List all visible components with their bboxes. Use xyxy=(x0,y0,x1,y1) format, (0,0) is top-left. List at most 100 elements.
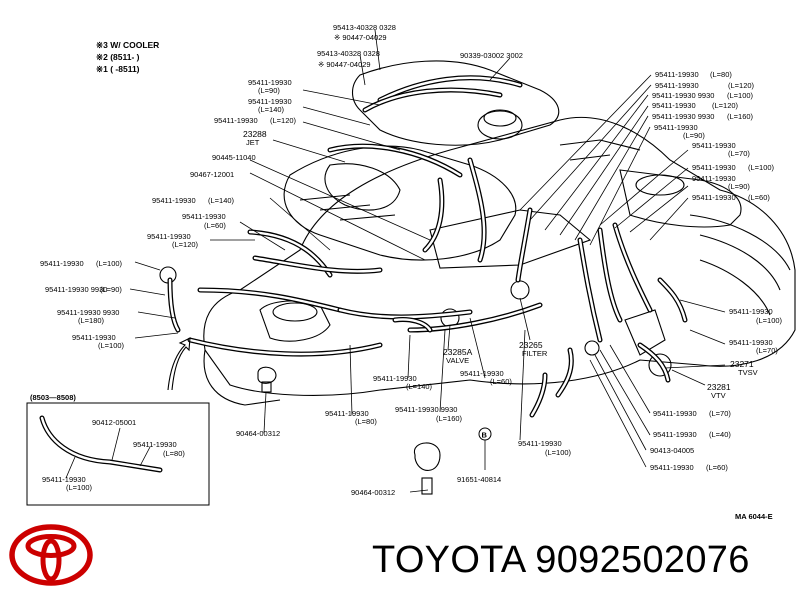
hose-length: (L=140) xyxy=(208,196,235,205)
part-number: 95411-19930 xyxy=(518,439,562,448)
legend-line-1: ※3 W/ COOLER xyxy=(96,40,159,50)
marker-letter: B xyxy=(482,431,488,440)
vacuum-hoses xyxy=(167,75,688,418)
legend: ※3 W/ COOLER ※2 (8511- ) ※1 ( -8511) xyxy=(96,40,159,74)
hose-length: (L=120) xyxy=(270,116,297,125)
part-number: 95411-19930 xyxy=(729,307,773,316)
part-number: 90413-04005 xyxy=(650,446,694,455)
part-label: ※ 90447-04029 xyxy=(318,60,371,69)
hose-length: (L=60) xyxy=(204,221,226,230)
legend-line-2: ※2 (8511- ) xyxy=(96,52,140,62)
part-number: 90464-00312 xyxy=(351,488,395,497)
part-number: 90445-11040 xyxy=(212,153,256,162)
hose-length: (L=40) xyxy=(709,430,731,439)
part-number: 95411-19930 xyxy=(655,81,699,90)
part-number: 95411-19930 xyxy=(42,475,86,484)
part-number: 90464-00312 xyxy=(236,429,280,438)
hose-length: (L=120) xyxy=(712,101,739,110)
labels-right: 95411-19930 (L=80) 95411-19930 (L=120) 9… xyxy=(650,70,783,472)
part-number: 23281 xyxy=(707,382,731,392)
part-number: 95411-19930 xyxy=(692,163,736,172)
hose-length: (L=70) xyxy=(728,149,750,158)
hose-length: (L=90) xyxy=(683,131,705,140)
labels-top: 95413-40328 0328 ※ 90447-04029 95413-403… xyxy=(317,23,523,69)
hose-length: (L=60) xyxy=(490,377,512,386)
part-number: 95411-19930 9930 xyxy=(395,405,457,414)
part-description: VALVE xyxy=(446,356,469,365)
hose-length: (L=60) xyxy=(706,463,728,472)
part-description: JET xyxy=(246,138,260,147)
labels-bottom: 23285A VALVE 23265 FILTER 95411-19930 (L… xyxy=(236,340,572,497)
part-label: 95413-40328 0328 xyxy=(317,49,380,58)
part-number: 95411-19930 xyxy=(152,196,196,205)
hose-length: (L=120) xyxy=(728,81,755,90)
brand-name: TOYOTA xyxy=(372,539,525,581)
hose-length: (L=140) xyxy=(258,105,285,114)
part-number: 95411-19930 xyxy=(650,463,694,472)
part-label: 95413-40328 0328 xyxy=(333,23,396,32)
hose-length: (L=90) xyxy=(258,86,280,95)
part-number: 95411-19930 xyxy=(653,409,697,418)
inset-title: (8503—8508) xyxy=(30,393,76,402)
part-number: 23271 xyxy=(730,359,754,369)
hose-length: (L=140) xyxy=(406,382,433,391)
hose-length: (L=100) xyxy=(727,91,754,100)
part-number: 95411-19930 xyxy=(692,174,736,183)
part-number: 95411-19930 xyxy=(40,259,84,268)
part-number: 23285A xyxy=(443,347,473,357)
part-number: 95411-19930 xyxy=(692,193,736,202)
labels-left: 95411-19930 (L=90) 95411-19930 (L=140) 9… xyxy=(40,78,297,350)
legend-line-3: ※1 ( -8511) xyxy=(96,64,140,74)
part-number: 95411-19930 xyxy=(653,430,697,439)
part-number: 95411-19930 xyxy=(325,409,369,418)
hose-length: (L=60) xyxy=(748,193,770,202)
hose-length: (L=120) xyxy=(172,240,199,249)
hose-length: (L=80) xyxy=(710,70,732,79)
leader-lines xyxy=(129,29,726,493)
hose-length: (L=70) xyxy=(756,346,778,355)
hose-length: (L=100) xyxy=(756,316,783,325)
part-number: 9092502076 xyxy=(535,539,750,581)
hose-length: (L=90) xyxy=(100,285,122,294)
part-number: 95411-19930 9930 xyxy=(57,308,119,317)
part-number: 95411-19930 9930 xyxy=(652,112,714,121)
hose-length: (L=160) xyxy=(436,414,463,423)
hose-clamps xyxy=(257,366,441,495)
part-description: VTV xyxy=(711,391,726,400)
direction-arrow xyxy=(167,337,191,391)
part-number: 95411-19930 xyxy=(460,369,504,378)
part-number: 91651-40814 xyxy=(457,475,501,484)
part-number: 95411-19930 xyxy=(692,141,736,150)
hose-length: (L=100) xyxy=(545,448,572,457)
part-number: 95411-19930 xyxy=(652,101,696,110)
hose-length: (L=80) xyxy=(355,417,377,426)
hose-length: (L=100) xyxy=(66,483,93,492)
hose-length: (L=90) xyxy=(728,182,750,191)
hose-length: (L=180) xyxy=(78,316,105,325)
part-description: TVSV xyxy=(738,368,758,377)
part-number: 23288 xyxy=(243,129,267,139)
part-number: 90467-12001 xyxy=(190,170,234,179)
drawing-code: MA 6044-E xyxy=(735,512,773,521)
part-title: TOYOTA 9092502076 xyxy=(372,541,750,579)
part-number: 95411-19930 9930 xyxy=(652,91,714,100)
hose-length: (L=100) xyxy=(748,163,775,172)
part-number: 95411-19930 xyxy=(654,123,698,132)
part-number: 95411-19930 xyxy=(182,212,226,221)
hose-length: (L=70) xyxy=(709,409,731,418)
part-number: 90412-05001 xyxy=(92,418,136,427)
part-number: 95411-19930 xyxy=(214,116,258,125)
toyota-logo-icon xyxy=(9,524,93,586)
hose-length: (L=160) xyxy=(727,112,754,121)
part-number: 95411-19930 xyxy=(248,78,292,87)
part-description: FILTER xyxy=(522,349,548,358)
part-number: 95411-19930 xyxy=(133,440,177,449)
part-label: 90339-03002 3002 xyxy=(460,51,523,60)
marker-b: B xyxy=(478,427,492,441)
part-label: ※ 90447-04029 xyxy=(334,33,387,42)
hose-length: (L=80) xyxy=(163,449,185,458)
part-number: 95411-19930 xyxy=(248,97,292,106)
part-number: 95411-19930 xyxy=(655,70,699,79)
part-number: 23265 xyxy=(519,340,543,350)
